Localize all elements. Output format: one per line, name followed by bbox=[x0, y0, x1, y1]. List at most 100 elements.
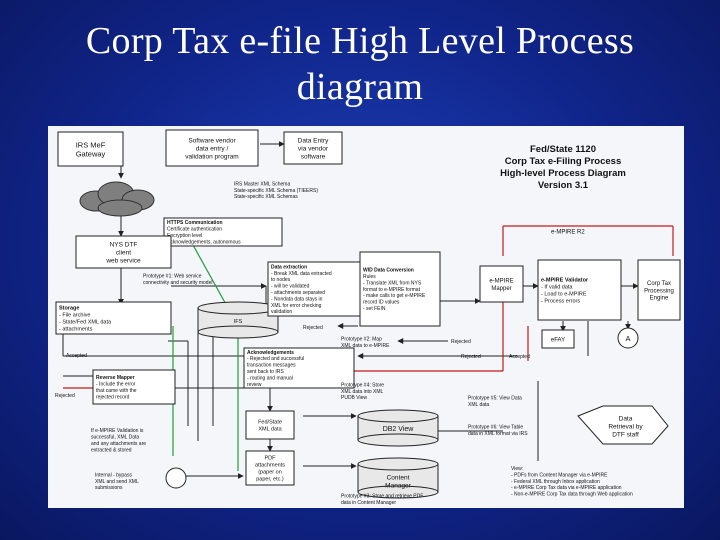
vendor-text-line: Software vendor bbox=[188, 138, 236, 145]
empire-r2-text-line: e-MPIRE R2 bbox=[551, 229, 585, 235]
reverse-mapper-text-line: - Include the error bbox=[96, 382, 136, 388]
irs-text-line: IRS MeF bbox=[76, 141, 106, 150]
db2-database-icon bbox=[357, 409, 439, 447]
acks-text-line: transaction messages bbox=[247, 363, 296, 369]
reverse-mapper-text-line: rejected record bbox=[96, 394, 130, 400]
data-extraction-text-line: validation bbox=[271, 309, 292, 315]
rejected-small-label: Rejected bbox=[303, 325, 323, 331]
corp-engine-text-line: Engine bbox=[650, 296, 669, 302]
reverse-mapper-text-line: that came with the bbox=[96, 388, 137, 394]
data-entry-text-line: Data Entry bbox=[298, 138, 329, 145]
https-text-line: Encryption level bbox=[167, 233, 202, 239]
red-return-paths bbox=[63, 225, 674, 389]
https-text-line: HTTPS Communication bbox=[167, 220, 223, 226]
wid-text-line: - set FEIN bbox=[363, 306, 386, 312]
rejected-left-label: Rejected bbox=[55, 393, 75, 399]
efay-box: eFAY bbox=[541, 329, 575, 349]
schemas-text-line: State-specific XML Schema (TIEERS) bbox=[234, 188, 318, 194]
vendor-text-line: data entry / bbox=[196, 146, 229, 153]
empire-validator-text-line: - Process errors bbox=[541, 298, 580, 304]
wid-text-line: record ID values bbox=[363, 300, 400, 306]
rejected-mid-text-line: Rejected bbox=[451, 339, 471, 345]
connector-a-label: A bbox=[625, 334, 630, 343]
diagram-heading-line: High-level Process Diagram bbox=[500, 168, 626, 179]
acks-box: Acknowledgements- Rejected and successfu… bbox=[243, 347, 355, 389]
connector-lines bbox=[62, 141, 639, 479]
pdf-text-line: paper, etc.) bbox=[256, 476, 284, 482]
if-empire-text-line: If e-MPIRE Validation is bbox=[91, 428, 144, 434]
connector-a-icon bbox=[165, 467, 187, 489]
acks-text-line: review bbox=[247, 382, 262, 388]
content-manager-text-line: Manager bbox=[385, 483, 411, 490]
view-label: View:- PDFs from Content Manager via e-M… bbox=[511, 466, 633, 498]
empire-validator-text-line: - If valid data bbox=[541, 285, 573, 291]
acks-text-line: - Rejected and successful bbox=[247, 356, 304, 362]
storage-text-line: - attachments bbox=[59, 326, 93, 332]
ifs-database-icon bbox=[197, 301, 279, 339]
empire-validator-box: e-MPIRE Validator- If valid data- Load t… bbox=[537, 259, 622, 321]
proto4-text-line: XML data into XML bbox=[341, 389, 384, 395]
internal-text-line: XML and send XML bbox=[95, 479, 139, 485]
data-extraction-text-line: - Nondata data stays in bbox=[271, 296, 323, 302]
if-empire-text-line: successful, XML Data bbox=[91, 435, 139, 441]
proto3-text-line: data in Content Manager bbox=[341, 500, 396, 506]
data-retrieval-shape bbox=[577, 405, 669, 445]
proto1-text-line: connectivity and security model bbox=[143, 280, 212, 286]
rejected-left-text-line: Rejected bbox=[55, 393, 75, 399]
efay-text-line: eFAY bbox=[551, 337, 565, 343]
slide-title-line-1: Corp Tax e-file High Level Process bbox=[85, 20, 635, 62]
if-empire-text-line: extracted & stored bbox=[91, 447, 132, 453]
diagram-heading-line: Fed/State 1120 bbox=[530, 144, 596, 155]
data-extraction-text-line: - will be validated bbox=[271, 284, 310, 290]
acks-text-line: sent back to IRS bbox=[247, 369, 284, 375]
data-extraction-text-line: XML for error checking bbox=[271, 303, 322, 309]
view-text-line: - e-MPIRE Corp Tax data via e-MPIRE appl… bbox=[511, 485, 622, 491]
connector-a-icon bbox=[617, 327, 639, 349]
content-manager-text-line: Content bbox=[387, 475, 410, 482]
data-entry-text-line: via vendor bbox=[298, 146, 329, 153]
connector-a-text-line: A bbox=[625, 334, 630, 343]
pdf-text-line: attachments bbox=[255, 463, 285, 469]
content-manager-database-icon bbox=[357, 457, 439, 499]
proto6-text-line: data in XML format via IRS bbox=[468, 431, 528, 437]
empire-r2-label: e-MPIRE R2 bbox=[551, 229, 585, 235]
vendor-text-line: validation program bbox=[185, 153, 238, 160]
acks-text-line: - routing and manual bbox=[247, 375, 293, 381]
wid-text-line: - make calls to get e-MPIRE bbox=[363, 293, 426, 299]
nys-dtf-text-line: client bbox=[116, 250, 131, 257]
data-extraction-text-line: to nodes bbox=[271, 277, 291, 283]
storage-text-line: - State/Fed XML data bbox=[59, 320, 112, 326]
accepted-left-label: Accepted bbox=[66, 353, 87, 359]
proto2-text-line: Prototype #2: Map bbox=[341, 337, 382, 343]
db2-view-text-line: DB2 View bbox=[383, 426, 415, 433]
schemas-text-line: State-specific XML Schemas bbox=[234, 194, 298, 200]
empire-validator-text-line: - Load to e-MPIRE bbox=[541, 292, 587, 298]
green-data-paths bbox=[172, 235, 239, 471]
rejected-mid-label: Rejected bbox=[451, 339, 471, 345]
rejected-small-text-line: Rejected bbox=[303, 325, 323, 331]
corp-engine-text-line: Corp Tax bbox=[647, 281, 671, 287]
db2-view-label: DB2 View bbox=[383, 426, 415, 433]
https-text-line: Certificate authentication bbox=[167, 227, 222, 233]
storage-text-line: Storage bbox=[59, 306, 79, 312]
proto5-text-line: XML data bbox=[468, 402, 489, 408]
pdf-text-line: PDF bbox=[265, 456, 277, 462]
diagram-heading-line: Version 3.1 bbox=[538, 180, 589, 191]
proto4-text-line: Prototype #4: Store bbox=[341, 382, 384, 388]
rejected-right-text-line: Rejected bbox=[461, 354, 481, 360]
data-extraction-text-line: Data extraction bbox=[271, 264, 307, 270]
data-extraction-box: Data extraction- Break XML data extracte… bbox=[267, 261, 361, 317]
view-text-line: View: bbox=[511, 466, 523, 472]
